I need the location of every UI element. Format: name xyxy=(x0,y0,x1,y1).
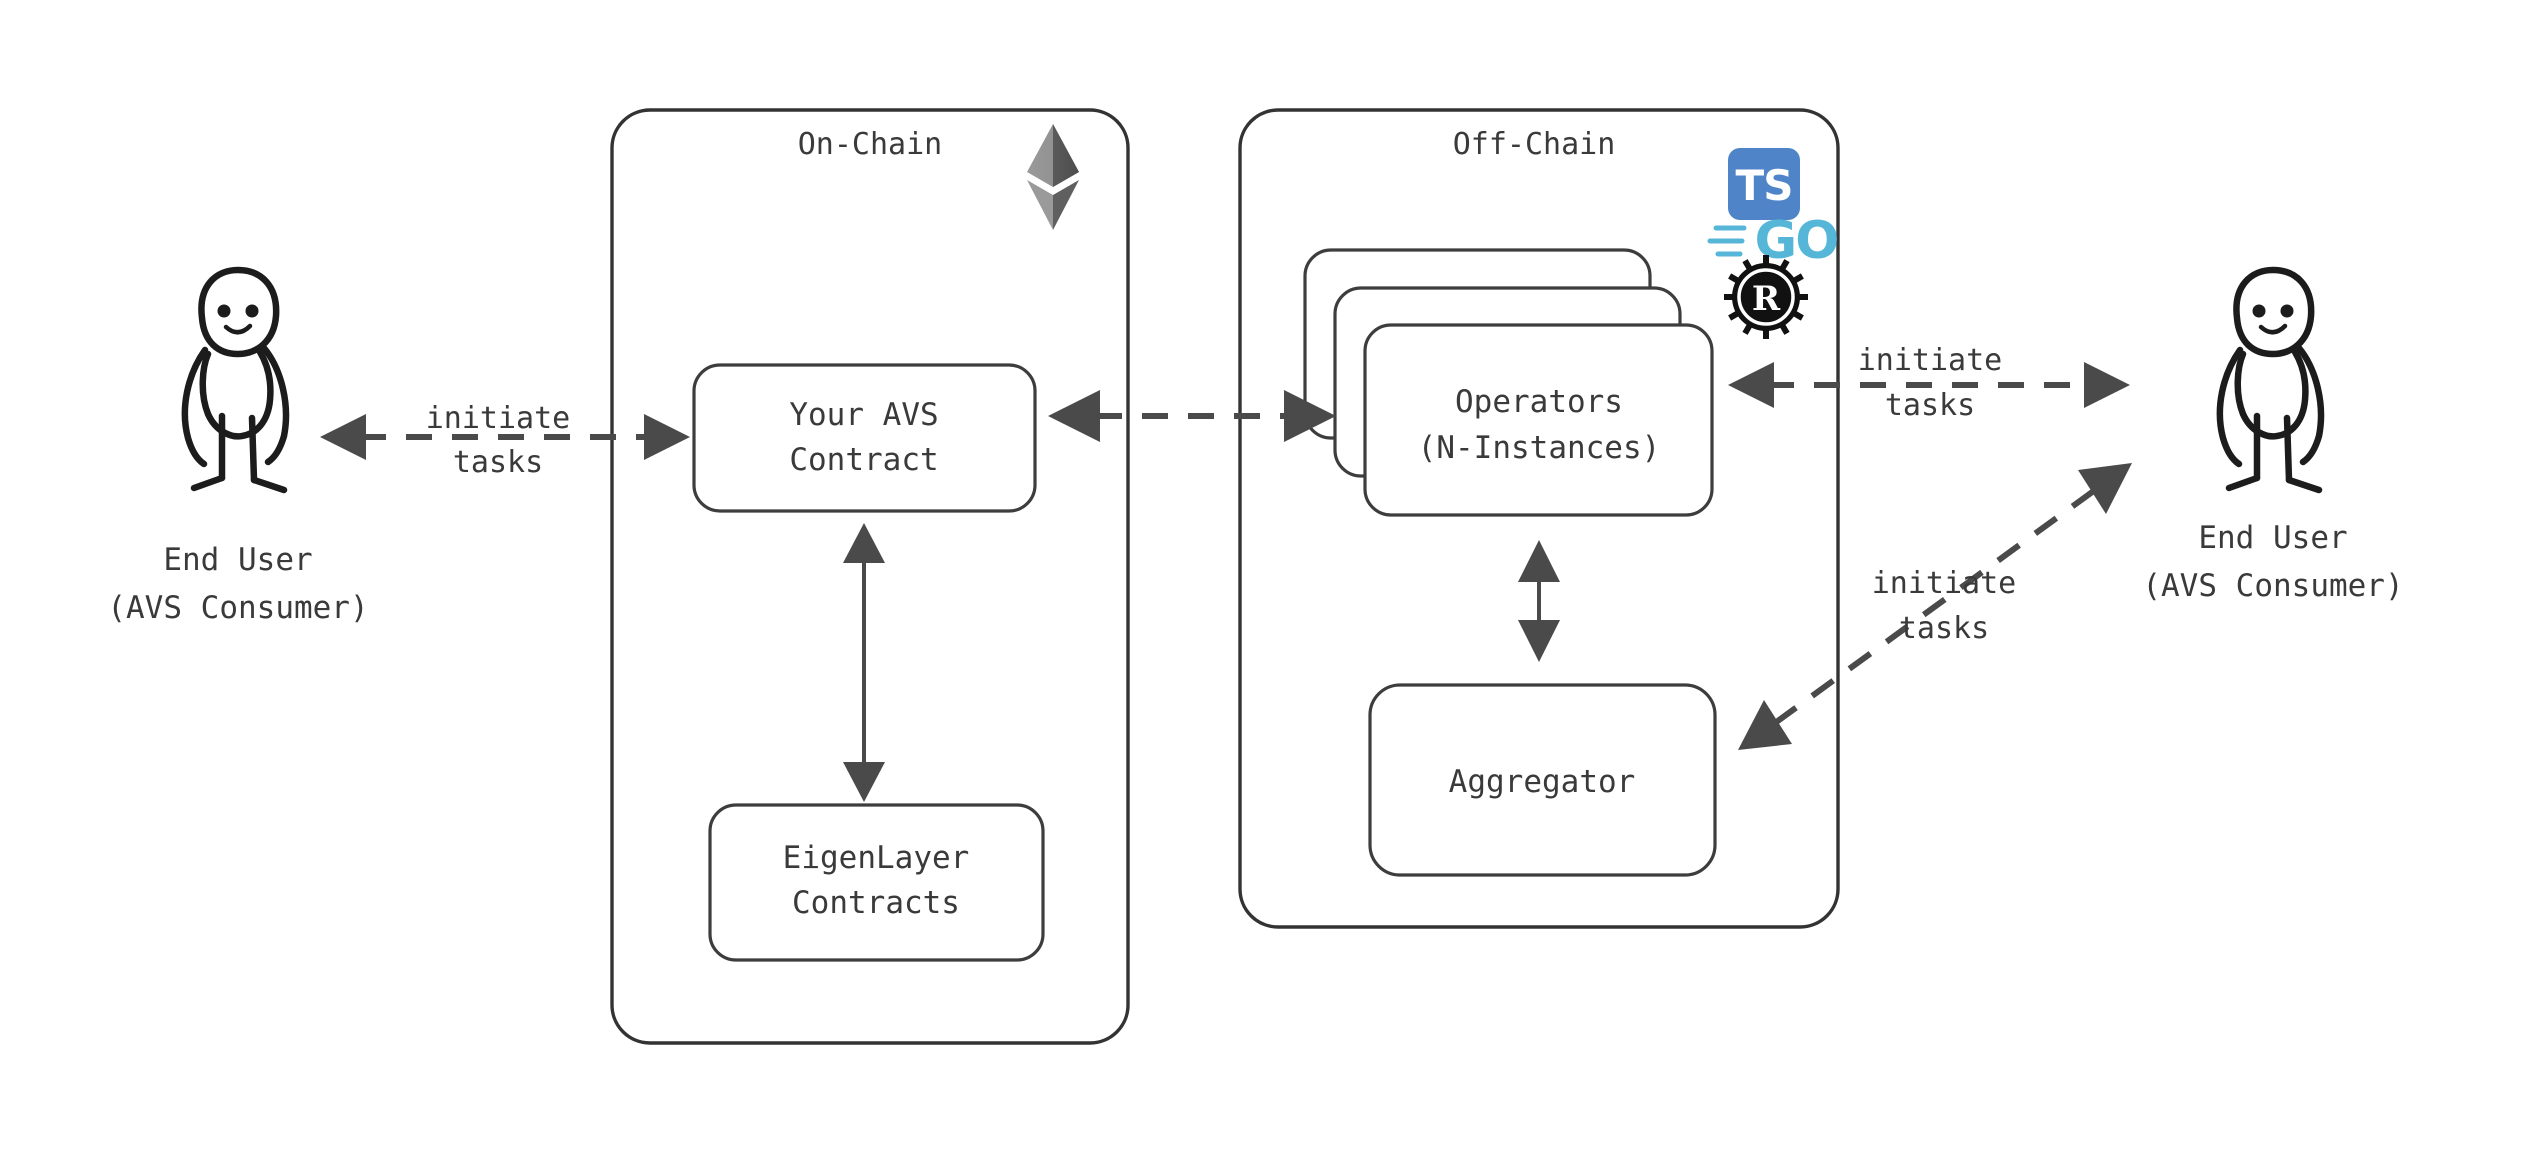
edge-operators-to-aggregator xyxy=(1518,540,1560,662)
operators-box[interactable] xyxy=(1363,323,1714,517)
avs-contract-label-line2: Contract xyxy=(789,442,938,478)
node-aggregator[interactable]: Aggregator xyxy=(1368,683,1717,877)
avs-contract-box[interactable] xyxy=(692,363,1037,513)
edge-label-initiate-left-line2: tasks xyxy=(453,445,543,480)
stick-figure-right-mouth xyxy=(2258,323,2288,335)
edge-avs-to-operators xyxy=(1048,390,1336,442)
arrowhead-upper-right xyxy=(2078,463,2132,514)
edge-label-initiate-left-line1: initiate xyxy=(426,401,571,436)
eigenlayer-label-line1: EigenLayer xyxy=(783,840,970,876)
edge-label-initiate-right-line2: tasks xyxy=(1885,388,1975,423)
arrowhead-up xyxy=(1518,540,1560,582)
operators-label-line2: (N-Instances) xyxy=(1418,430,1661,466)
avs-contract-label-line1: Your AVS xyxy=(789,397,938,433)
arrowhead-down xyxy=(843,762,885,802)
arrowhead-lower-left xyxy=(1738,700,1792,750)
ethereum-logo xyxy=(1027,124,1079,230)
stick-figure-right-eye-left xyxy=(2252,304,2266,318)
arrowhead-left xyxy=(1048,390,1100,442)
group-off-chain: Off-Chain TS GO xyxy=(1238,108,1840,929)
operators-label-line1: Operators xyxy=(1455,384,1623,420)
arrowhead-down xyxy=(1518,620,1560,662)
go-logo: GO xyxy=(1707,211,1839,271)
edge-label-initiate-diag-line2: tasks xyxy=(1899,611,1989,646)
stick-figure-left-eye-left xyxy=(217,304,231,318)
edge-avs-to-eigenlayer xyxy=(843,523,885,802)
node-eigenlayer-contracts[interactable]: EigenLayer Contracts xyxy=(708,803,1045,962)
arrowhead-right xyxy=(2084,362,2130,408)
eigenlayer-contracts-box[interactable] xyxy=(708,803,1045,962)
edge-operators-to-user-right: initiate tasks xyxy=(1728,343,2130,423)
stick-figure-left-mouth xyxy=(223,323,253,335)
node-operators-stack[interactable]: Operators (N-Instances) xyxy=(1303,248,1714,517)
arrowhead-left xyxy=(320,414,366,460)
rust-logo: R xyxy=(1724,255,1808,339)
arrowhead-left xyxy=(1728,362,1774,408)
edge-label-initiate-diag-line1: initiate xyxy=(1872,566,2017,601)
actor-end-user-right[interactable]: End User (AVS Consumer) xyxy=(2142,266,2404,604)
arrowhead-right xyxy=(1284,390,1336,442)
off-chain-label: Off-Chain xyxy=(1453,127,1616,162)
aggregator-box[interactable] xyxy=(1368,683,1717,877)
end-user-right-label-line2: (AVS Consumer) xyxy=(2142,568,2403,604)
typescript-logo-text: TS xyxy=(1736,161,1793,210)
on-chain-label: On-Chain xyxy=(798,127,943,162)
aggregator-label: Aggregator xyxy=(1449,764,1636,800)
off-chain-container xyxy=(1238,108,1840,929)
rust-logo-text: R xyxy=(1752,279,1781,319)
stick-figure-right-eye-right xyxy=(2280,304,2294,318)
edge-label-initiate-right-line1: initiate xyxy=(1858,343,2003,378)
end-user-right-label-line1: End User xyxy=(2198,520,2347,556)
eigenlayer-label-line2: Contracts xyxy=(792,885,960,921)
group-on-chain: On-Chain Your AVS Contract EigenLayer Co… xyxy=(610,108,1130,1045)
stick-figure-left xyxy=(181,266,290,494)
on-chain-container xyxy=(610,108,1130,1045)
edge-aggregator-to-user-right: initiate tasks xyxy=(1738,463,2132,750)
actor-end-user-left[interactable]: End User (AVS Consumer) xyxy=(107,266,369,626)
arrowhead-right xyxy=(644,414,690,460)
stick-figure-right xyxy=(2216,266,2325,494)
node-avs-contract[interactable]: Your AVS Contract xyxy=(692,363,1037,513)
end-user-left-label-line2: (AVS Consumer) xyxy=(107,590,368,626)
end-user-left-label-line1: End User xyxy=(163,542,312,578)
arrowhead-up xyxy=(843,523,885,563)
stick-figure-left-eye-right xyxy=(245,304,259,318)
typescript-logo: TS xyxy=(1728,148,1800,220)
edge-user-left-to-avs: initiate tasks xyxy=(320,401,690,480)
